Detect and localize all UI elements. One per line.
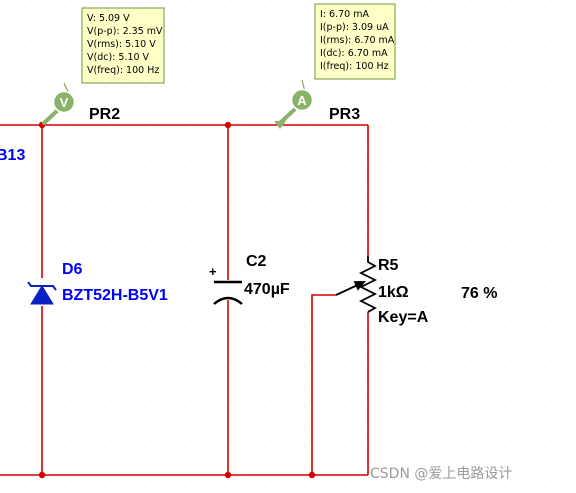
probe-reading: I(rms): 6.70 mA — [320, 35, 395, 46]
probe-readout-box — [314, 3, 396, 80]
probe-reading: V(dc): 5.10 V — [87, 52, 150, 63]
junction-dot — [38, 471, 46, 479]
capacitor-polarity: + — [209, 264, 217, 279]
ammeter-icon-letter: A — [297, 93, 307, 108]
ammeter-icon — [290, 88, 314, 112]
current-probe[interactable]: I: 6.70 mA I(p-p): 3.09 uA I(rms): 6.70 … — [274, 3, 396, 129]
probe-reading: V(rms): 5.10 V — [87, 39, 156, 50]
probe-name: PR3 — [329, 106, 360, 123]
net-label: B13 — [0, 147, 25, 164]
pot-key: Key=A — [378, 309, 429, 326]
probe-reading: V(freq): 100 Hz — [87, 65, 159, 76]
probe-stem — [278, 108, 296, 125]
voltmeter-icon — [52, 90, 76, 114]
diode-value: BZT52H-B5V1 — [62, 287, 168, 304]
potentiometer-symbol — [335, 256, 378, 313]
pot-ref: R5 — [378, 257, 399, 274]
probe-reading: I(freq): 100 Hz — [320, 61, 389, 72]
probe-stem — [42, 108, 60, 125]
watermark: CSDN @爱上电路设计 — [370, 466, 512, 482]
probe-reading: I: 6.70 mA — [320, 9, 369, 20]
wire-wiper — [311, 294, 336, 475]
probe-reading: I(p-p): 3.09 uA — [320, 22, 389, 33]
junction-dot — [308, 471, 316, 479]
voltmeter-icon-letter: V — [60, 95, 69, 110]
probe-readout-box — [81, 7, 165, 84]
junction-dot — [224, 471, 232, 479]
voltage-probe[interactable]: V: 5.09 V V(p-p): 2.35 mV V(rms): 5.10 V… — [42, 7, 165, 125]
capacitor-ref: C2 — [246, 253, 267, 270]
probe-reading: I(dc): 6.70 mA — [320, 48, 388, 59]
diode-ref: D6 — [62, 261, 83, 278]
wires — [0, 124, 369, 476]
probe-reading: V: 5.09 V — [87, 13, 130, 24]
capacitor-value: 470µF — [244, 281, 290, 298]
pot-setting[interactable]: 76 % — [461, 285, 497, 302]
probe-arrow — [274, 121, 286, 129]
probe-name: PR2 — [89, 106, 120, 123]
junction-dot — [224, 121, 232, 129]
zener-diode-symbol — [27, 281, 57, 305]
pot-value: 1kΩ — [378, 284, 409, 301]
probe-reading: V(p-p): 2.35 mV — [87, 26, 163, 37]
capacitor-symbol — [213, 280, 243, 305]
